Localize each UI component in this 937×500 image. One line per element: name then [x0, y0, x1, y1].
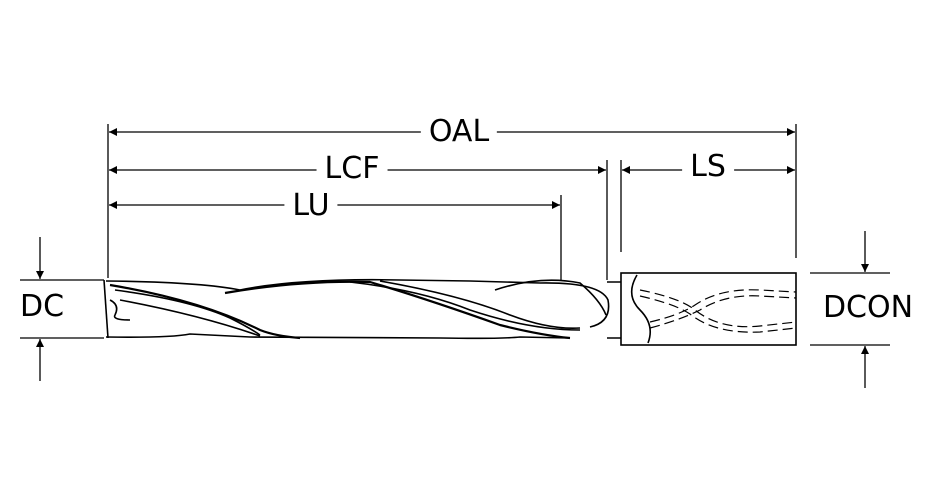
- oal-label: OAL: [420, 117, 498, 147]
- ls-label: LS: [682, 152, 734, 182]
- tool-body: [103, 272, 797, 346]
- lu-label: LU: [284, 191, 338, 221]
- dcon-label: DCON: [822, 290, 914, 325]
- dc-label: DC: [19, 289, 65, 324]
- lcf-label: LCF: [316, 154, 388, 184]
